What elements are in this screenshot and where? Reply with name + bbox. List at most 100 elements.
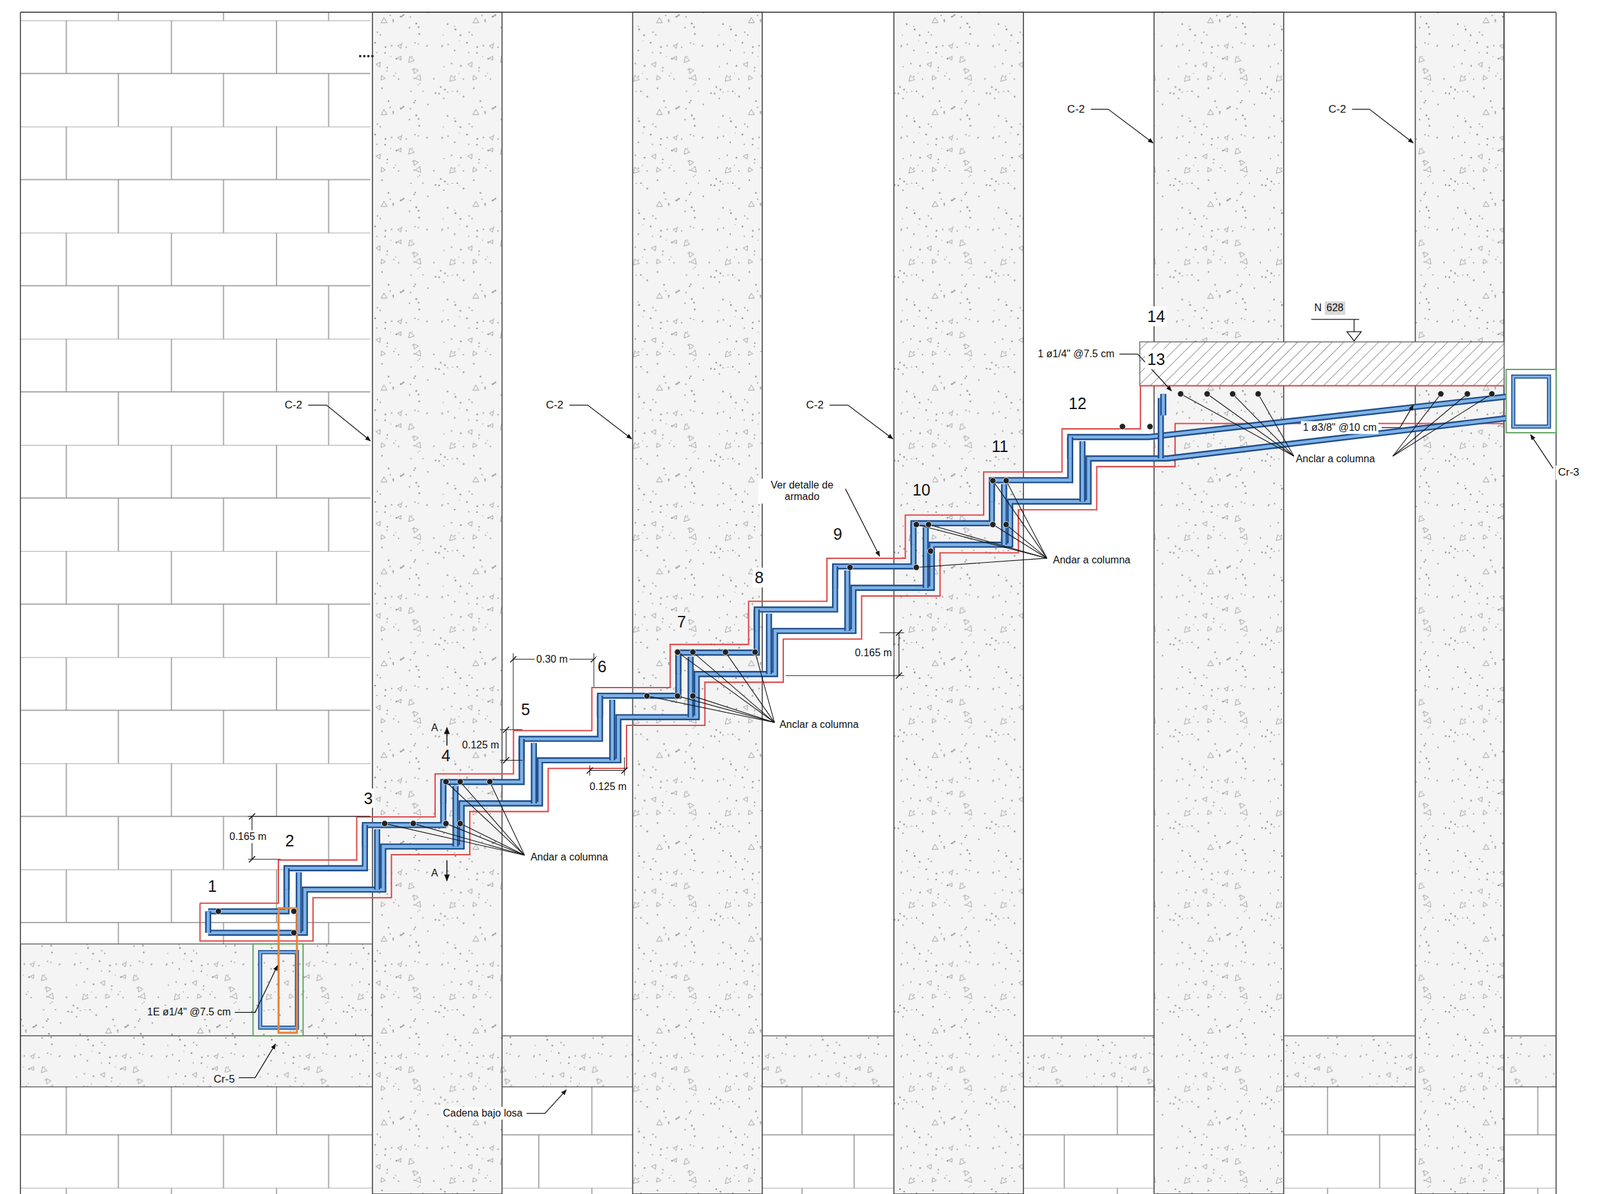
leader-arrow bbox=[1352, 109, 1414, 144]
leader-line bbox=[1232, 393, 1295, 456]
section-arrow bbox=[446, 860, 448, 881]
step-number: 1 bbox=[206, 875, 219, 896]
rebar-dot bbox=[381, 820, 388, 827]
concrete-column bbox=[1153, 12, 1284, 1194]
rebar-dot bbox=[1488, 391, 1496, 398]
rebar-tie bbox=[597, 695, 604, 717]
extension-line bbox=[589, 765, 591, 776]
leader-arrow bbox=[234, 965, 278, 1012]
leader-line bbox=[992, 524, 1048, 559]
rebar-tie bbox=[922, 527, 930, 588]
dimension-line bbox=[590, 769, 625, 771]
anchor-note: Anclar a columna bbox=[1294, 452, 1378, 466]
extension-line bbox=[499, 728, 523, 730]
rebar-tie bbox=[610, 699, 614, 760]
anchor-note: Andar a columna bbox=[1050, 553, 1133, 567]
rebar-note: 1 ø3/8" @10 cm bbox=[1301, 421, 1379, 434]
anchor-note: Andar a columna bbox=[528, 850, 610, 864]
rebar-tie bbox=[924, 527, 928, 588]
rebar-tie bbox=[755, 609, 759, 631]
rebar-tie bbox=[1160, 393, 1167, 415]
step-number: 14 bbox=[1145, 306, 1168, 327]
rebar-tie bbox=[284, 867, 288, 889]
dimension-line bbox=[898, 632, 900, 676]
leader-line bbox=[928, 524, 1048, 559]
leader-line bbox=[1006, 524, 1048, 559]
rebar-tie bbox=[1068, 437, 1072, 459]
rebar-tie bbox=[361, 824, 368, 847]
leader-line bbox=[755, 652, 775, 723]
leader-arrow bbox=[569, 405, 632, 440]
rebar-tie bbox=[441, 781, 445, 803]
step-number: 5 bbox=[519, 698, 532, 719]
rebar-top bbox=[208, 393, 1531, 911]
rebar-dot bbox=[674, 692, 681, 699]
rebar-tie bbox=[689, 656, 693, 717]
rebar-dot bbox=[1464, 391, 1471, 398]
rebar-dot bbox=[442, 778, 450, 785]
leader-line bbox=[489, 781, 525, 856]
column-label: C-2 bbox=[544, 398, 566, 413]
rebar-tie bbox=[440, 781, 447, 803]
step-number: 12 bbox=[1066, 392, 1089, 413]
leader-arrow bbox=[1090, 109, 1153, 144]
step-number: 3 bbox=[362, 787, 376, 808]
dimension-label: 0.165 m bbox=[853, 646, 895, 660]
rebar-tie bbox=[518, 738, 525, 760]
ring-beam-box bbox=[1505, 369, 1556, 433]
leader-line bbox=[677, 695, 775, 722]
level-line bbox=[1353, 319, 1355, 332]
rebar-dot bbox=[1002, 521, 1010, 528]
frame-line bbox=[1503, 12, 1505, 1194]
rebar-dot bbox=[752, 648, 759, 656]
rebar-dot bbox=[1119, 423, 1126, 431]
leader-line bbox=[693, 652, 776, 723]
concrete-column bbox=[372, 12, 502, 1194]
step-number: 10 bbox=[910, 480, 933, 500]
extension-line bbox=[785, 675, 905, 676]
step-number: 7 bbox=[675, 611, 688, 632]
extension-line bbox=[499, 759, 523, 761]
illustration bbox=[20, 12, 1557, 1194]
rebar-tie bbox=[532, 742, 536, 803]
beam-label: Cr-3 bbox=[1555, 465, 1581, 480]
rebar-dot bbox=[925, 521, 932, 528]
rebar-tie bbox=[283, 867, 290, 889]
frame-line bbox=[1555, 12, 1558, 1194]
rebar-dot bbox=[442, 820, 450, 827]
leader-arrow bbox=[526, 1089, 567, 1113]
rebar-dot bbox=[927, 547, 934, 555]
rebar-note: 1E ø1/4" @7.5 cm bbox=[145, 1005, 233, 1019]
rebar-dot bbox=[215, 908, 222, 915]
leader-line bbox=[1392, 393, 1492, 456]
rebar-dot bbox=[689, 692, 697, 699]
rebar-dot bbox=[722, 648, 729, 656]
rebar-dot bbox=[990, 477, 997, 484]
rebar-dot bbox=[1177, 391, 1184, 398]
rebar-dot bbox=[689, 648, 697, 656]
leader-line bbox=[693, 695, 776, 722]
extension-line bbox=[512, 652, 514, 730]
rebar-tie bbox=[1002, 483, 1006, 544]
bond-beam bbox=[20, 1035, 1557, 1087]
dimension-label: 0.125 m bbox=[587, 780, 629, 793]
dimension-label: 0.30 m bbox=[534, 652, 570, 666]
leader-arrow bbox=[308, 405, 371, 441]
extension-line bbox=[624, 757, 625, 776]
step-number: 8 bbox=[752, 567, 766, 588]
rebar-bottom bbox=[208, 415, 1531, 933]
leader-line bbox=[384, 823, 525, 855]
column-label: C-2 bbox=[282, 398, 304, 413]
rebar-tie bbox=[520, 738, 524, 760]
leader-line bbox=[1392, 393, 1467, 456]
extension-line bbox=[247, 858, 281, 860]
extension-line bbox=[247, 816, 370, 817]
step-number: 6 bbox=[595, 656, 609, 677]
rebar-tie bbox=[844, 570, 851, 631]
leader-arrow bbox=[844, 487, 880, 557]
rebar-tie bbox=[598, 695, 602, 717]
column-label: C-2 bbox=[803, 398, 825, 413]
leader-line bbox=[1392, 393, 1441, 456]
detail-note: Ver detalle de armado bbox=[758, 478, 846, 504]
